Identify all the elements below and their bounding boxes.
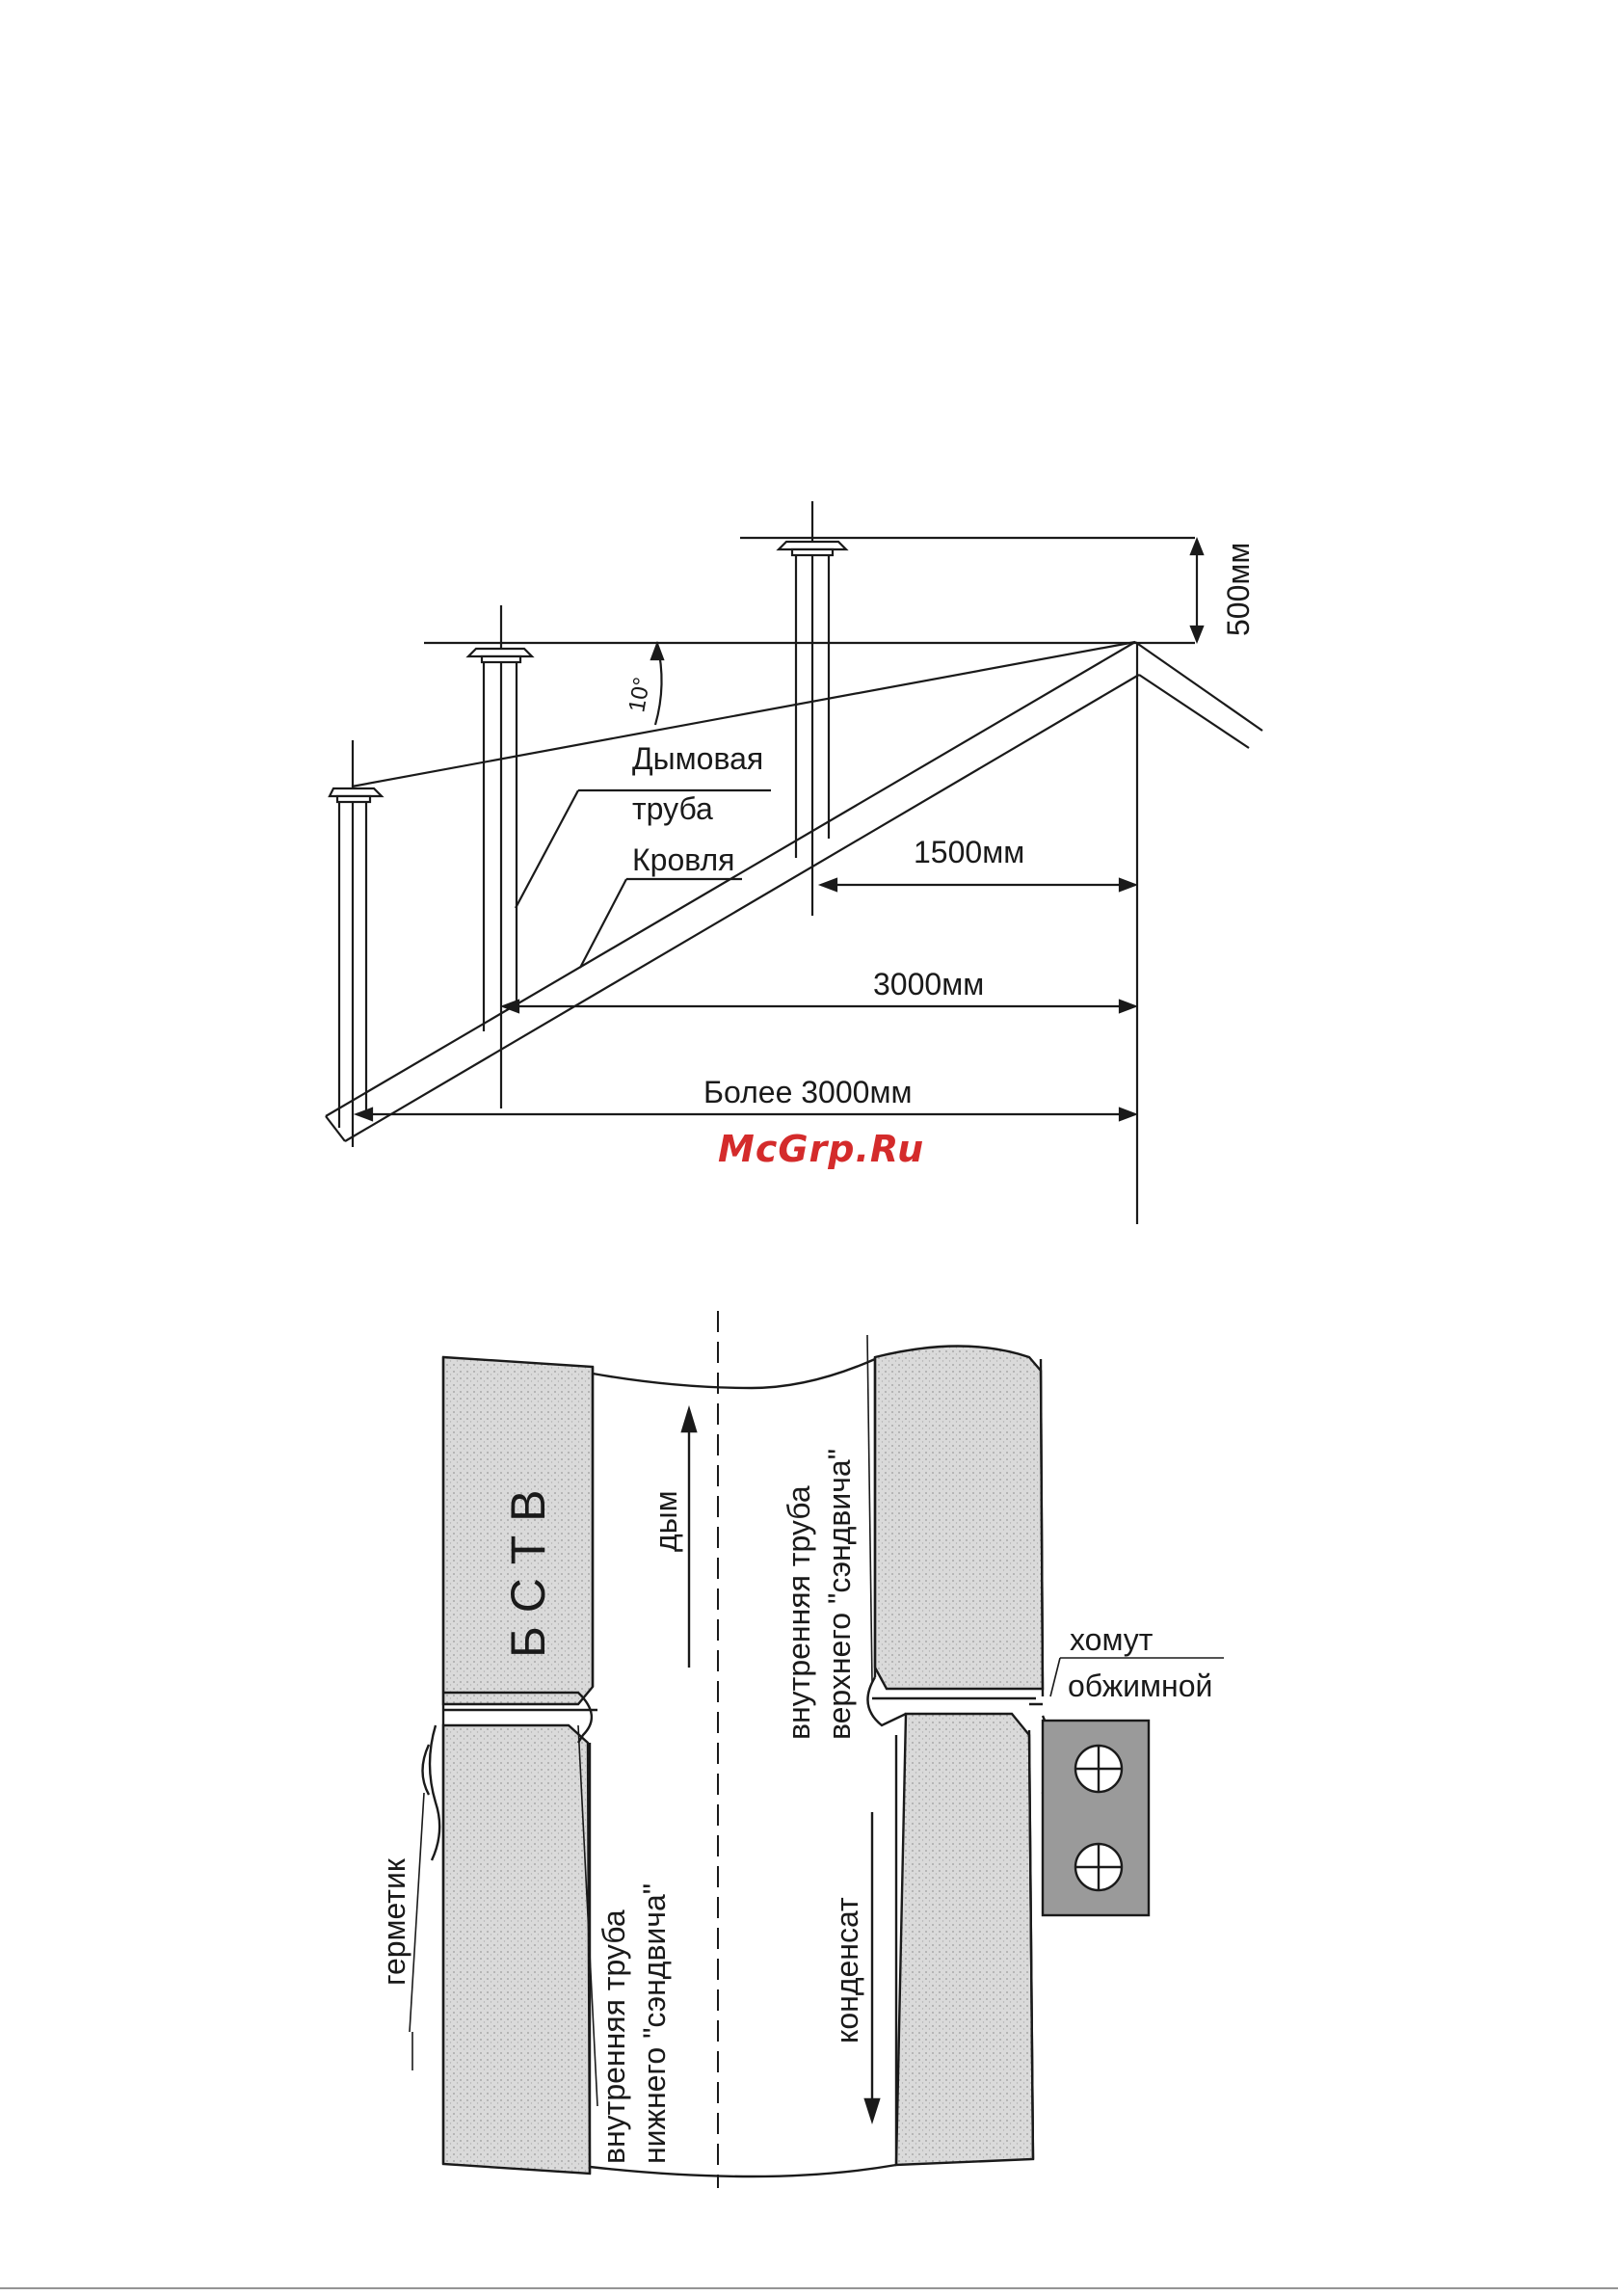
lower-pipe-label-line2: нижнего "сэндвича" xyxy=(637,1883,672,2164)
roof-line-end xyxy=(326,1116,345,1141)
dim-3000-label: 3000мм xyxy=(873,967,984,1001)
roof-ridge-right-1 xyxy=(1135,642,1262,731)
insulation-label: Б С Т В xyxy=(501,1490,555,1659)
clamp-label-line1: хомут xyxy=(1070,1622,1154,1657)
upper-pipe-label-line2: верхнего "сэндвича" xyxy=(822,1449,857,1740)
height-dimension-label: 500мм xyxy=(1221,543,1256,636)
smoke-label: дым xyxy=(649,1490,683,1552)
dim-1500-label: 1500мм xyxy=(914,835,1024,869)
chimney-left xyxy=(330,740,382,1147)
chimney-label-line2: труба xyxy=(632,791,713,826)
right-insulation-upper xyxy=(875,1347,1043,1690)
roof-chimney-diagram xyxy=(326,501,1262,1224)
upper-pipe-label-line1: внутренняя труба xyxy=(782,1485,816,1740)
clamp-label-line2: обжимной xyxy=(1068,1669,1212,1703)
chimney-label-line1: Дымовая xyxy=(632,741,763,776)
chimney-leader xyxy=(516,790,578,908)
chimney-middle xyxy=(468,605,532,1108)
dim-more-3000-label: Более 3000мм xyxy=(703,1075,912,1109)
right-insulation-lower xyxy=(896,1714,1033,2165)
compression-clamp xyxy=(1043,1721,1149,1915)
left-insulation-lower xyxy=(443,1725,590,2174)
roof-label: Кровля xyxy=(632,842,735,877)
angle-label: 10° xyxy=(623,676,655,714)
lower-pipe-label-line1: внутренняя труба xyxy=(597,1909,631,2164)
roof-ridge-right-2 xyxy=(1139,675,1249,748)
watermark: McGrp.Ru xyxy=(718,1128,924,1170)
condensate-label: конденсат xyxy=(830,1897,864,2043)
sealant-label: герметик xyxy=(377,1857,411,1986)
